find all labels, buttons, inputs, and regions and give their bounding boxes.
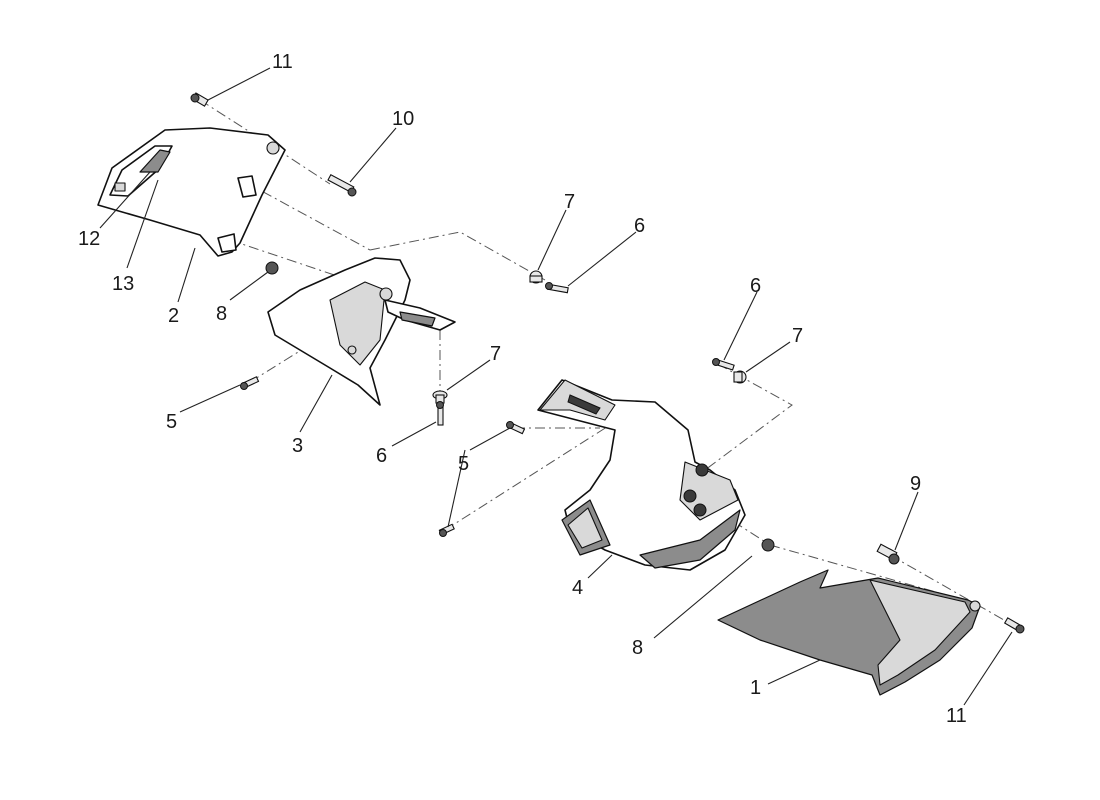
callout-6-right: 6	[750, 275, 761, 297]
callout-13: 13	[112, 273, 134, 295]
callout-1: 1	[750, 677, 761, 699]
bushing-7-top	[529, 270, 543, 284]
callout-7-mid: 7	[490, 343, 501, 365]
callout-10: 10	[392, 108, 414, 130]
screw-5-center-top	[506, 421, 526, 435]
callout-11-top: 11	[272, 51, 293, 73]
part-3-front-bracket	[267, 257, 456, 406]
screw-5-center-bottom	[438, 523, 455, 537]
hardware	[190, 92, 1025, 634]
screw-6-right	[712, 358, 735, 371]
callout-11-bottom: 11	[946, 705, 967, 727]
part-2-upper-panel	[97, 127, 286, 257]
callout-2: 2	[168, 305, 179, 327]
callout-12: 12	[78, 228, 100, 250]
callout-4: 4	[572, 577, 583, 599]
grommet-8-lower	[761, 538, 775, 552]
callout-5-left: 5	[166, 411, 177, 433]
callout-8-lower: 8	[632, 637, 643, 659]
callout-3: 3	[292, 435, 303, 457]
bolt-9	[876, 543, 900, 565]
leader-lines	[99, 67, 1013, 706]
screw-11-bottom	[1003, 617, 1025, 634]
screw-6-top	[545, 282, 569, 294]
callout-labels: 11 10 12 13 2 8 7 6 6 7 7 5 3 6 5 9 4 8 …	[78, 51, 967, 727]
callout-7-top: 7	[564, 191, 575, 213]
part-4-center-housing	[537, 379, 746, 571]
callout-6-mid: 6	[376, 445, 387, 467]
part-1-side-panel	[717, 569, 981, 696]
callout-5-center: 5	[458, 453, 469, 475]
bushing-7-mid	[432, 390, 448, 404]
screw-6-mid	[436, 401, 444, 426]
grommet-8-top	[265, 261, 279, 275]
screw-5-left	[240, 376, 260, 390]
callout-8-top: 8	[216, 303, 227, 325]
callout-9: 9	[910, 473, 921, 495]
bolt-10	[327, 173, 357, 197]
bushing-7-right	[733, 370, 747, 384]
callout-7-right: 7	[792, 325, 803, 347]
callout-6-top: 6	[634, 215, 645, 237]
screw-11-top	[190, 92, 209, 107]
